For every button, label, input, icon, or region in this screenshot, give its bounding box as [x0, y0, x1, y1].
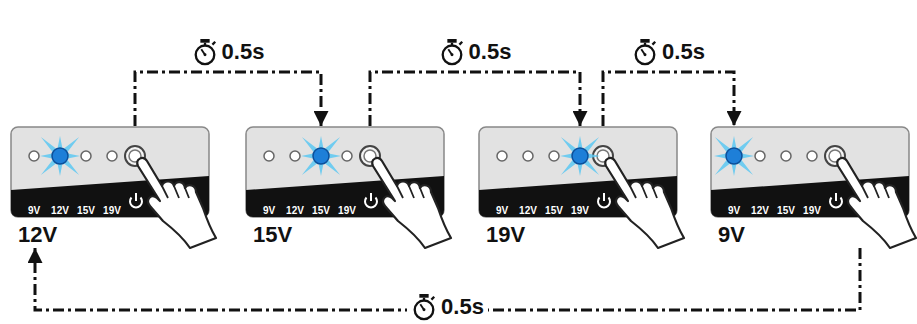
- voltage-label: 9V: [21, 204, 47, 217]
- voltage-label: 9V: [256, 204, 282, 217]
- timer-label: 0.5s: [435, 37, 516, 67]
- led: [342, 151, 352, 161]
- charger-panel: 9V12V15V19V15V: [245, 126, 445, 248]
- timed-transition-arrow: [603, 72, 734, 126]
- delay-label: 0.5s: [441, 294, 484, 320]
- voltage-label: 19V: [567, 204, 593, 217]
- voltage-label: 9V: [721, 204, 747, 217]
- led: [560, 136, 600, 176]
- voltage-heading: 9V: [718, 222, 745, 248]
- voltage-heading: 12V: [18, 222, 57, 248]
- charger-panel: 9V12V15V19V19V: [478, 126, 678, 248]
- delay-label: 0.5s: [469, 39, 512, 65]
- led: [497, 151, 507, 161]
- stopwatch-icon: [411, 293, 437, 321]
- delay-label: 0.5s: [222, 39, 265, 65]
- voltage-label: 9V: [489, 204, 515, 217]
- voltage-label: 15V: [541, 204, 567, 217]
- charger-panel: 9V12V15V19V12V: [10, 126, 210, 248]
- led: [755, 151, 765, 161]
- voltage-label: 12V: [282, 204, 308, 217]
- led: [714, 136, 754, 176]
- stopwatch-icon: [632, 38, 658, 66]
- voltage-label: 15V: [73, 204, 99, 217]
- pressing-hand: [372, 158, 451, 248]
- voltage-scale: 9V12V15V19V: [21, 200, 125, 218]
- led: [523, 151, 533, 161]
- led: [264, 151, 274, 161]
- timer-label: 0.5s: [407, 292, 488, 322]
- voltage-heading: 15V: [253, 222, 292, 248]
- voltage-label: 15V: [773, 204, 799, 217]
- led: [301, 136, 341, 176]
- led: [81, 151, 91, 161]
- voltage-label: 12V: [515, 204, 541, 217]
- led: [107, 151, 117, 161]
- voltage-scale: 9V12V15V19V: [489, 200, 593, 218]
- voltage-heading: 19V: [486, 222, 525, 248]
- voltage-label: 12V: [47, 204, 73, 217]
- stopwatch-icon: [192, 38, 218, 66]
- voltage-label: 19V: [99, 204, 125, 217]
- led: [40, 136, 80, 176]
- voltage-scale: 9V12V15V19V: [721, 200, 825, 218]
- voltage-scale: 9V12V15V19V: [256, 200, 360, 218]
- voltage-label: 19V: [334, 204, 360, 217]
- pressing-hand: [837, 158, 916, 248]
- voltage-label: 19V: [799, 204, 825, 217]
- timed-transition-arrow: [135, 72, 321, 126]
- led: [781, 151, 791, 161]
- led: [807, 151, 817, 161]
- timer-label: 0.5s: [628, 37, 709, 67]
- led: [290, 151, 300, 161]
- timed-transition-arrow: [370, 72, 580, 126]
- voltage-label: 15V: [308, 204, 334, 217]
- led: [549, 151, 559, 161]
- voltage-label: 12V: [747, 204, 773, 217]
- led: [29, 151, 39, 161]
- timer-label: 0.5s: [188, 37, 269, 67]
- stopwatch-icon: [439, 38, 465, 66]
- pressing-hand: [137, 158, 216, 248]
- charger-panel: 9V12V15V19V9V: [710, 126, 910, 248]
- pressing-hand: [605, 158, 684, 248]
- delay-label: 0.5s: [662, 39, 705, 65]
